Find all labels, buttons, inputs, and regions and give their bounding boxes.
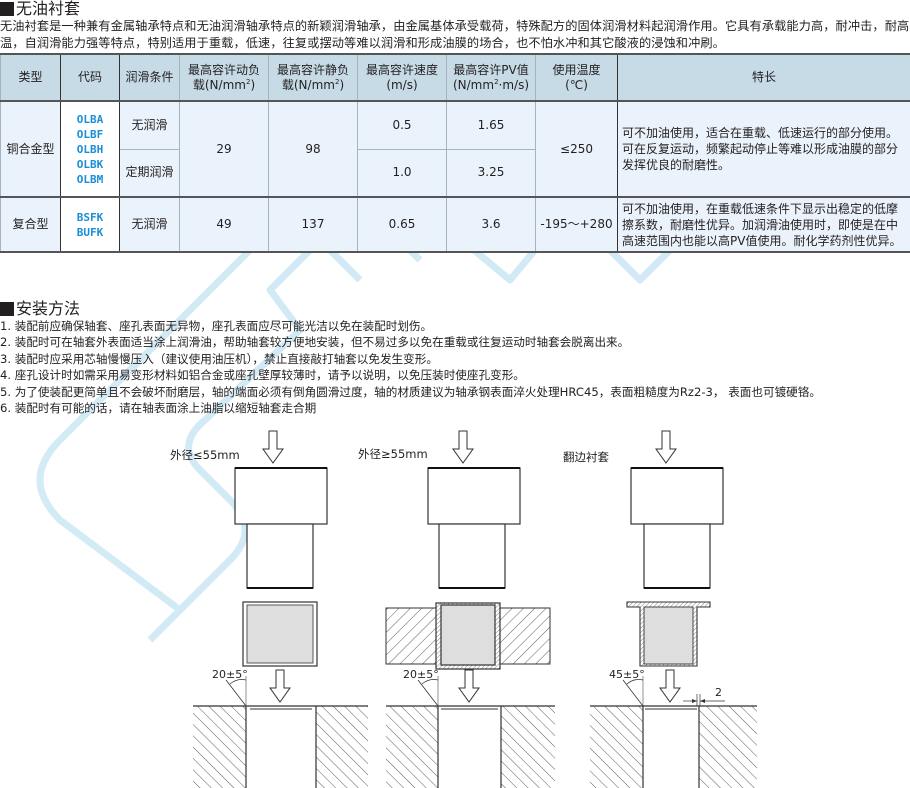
header-speed: 最高容许速度 (m/s) [357,53,447,102]
press-arrow-icon [659,669,681,703]
section-title-installation: 安装方法 [0,300,80,318]
list-item: 6. 装配时有可能的话，请在轴表面涂上油脂以缩短轴套走合期 [0,401,317,416]
diagram-flanged [590,430,757,788]
header-code: 代码 [60,53,120,102]
table-row: 复合型 BSFK BUFK 无润滑 49 137 0.65 3.6 -195～+… [0,196,910,253]
cell-type: 铜合金型 [0,100,61,198]
chamfer-angle-label: 20±5° [403,668,439,681]
list-item: 4. 座孔设计时如需采用易变形材料如铝合金或座孔壁厚较薄时，请予以说明，以免压装… [0,368,525,383]
cell-pv: 1.65 [446,100,536,150]
cell-speed: 0.5 [357,100,447,150]
section-title-text: 无油衬套 [16,0,81,18]
square-bullet-icon [0,2,14,16]
cell-lube: 无润滑 [119,196,180,253]
header-lube: 润滑条件 [119,53,180,102]
cell-feature: 可不加油使用，在重载低速条件下显示出稳定的低摩擦系数，耐磨性优异。加润滑油使用时… [617,196,910,253]
installation-steps-list: 1. 装配前应确保轴套、座孔表面无异物，座孔表面应尽可能光洁以免在装配时划伤。 … [0,318,910,416]
press-arrow-icon [458,669,480,703]
cell-codes: OLBA OLBF OLBH OLBK OLBM [60,100,120,198]
gap-dimension-label: 2 [715,686,722,699]
chamfer-angle-label: 20±5° [212,668,248,681]
cell-stat-load: 98 [268,100,358,198]
cell-lube: 定期润滑 [119,148,180,198]
list-item: 5. 为了使装配更简单且不会破坏耐磨层，轴的端面必须有倒角圆滑过度，轴的材质建议… [0,384,821,399]
diagram-label-large-od: 外径≥55mm [358,447,428,461]
diagram-large-od [385,430,555,788]
cell-temp: ≤250 [535,100,618,198]
press-arrow-icon [655,430,677,464]
square-bullet-icon [0,302,14,316]
chamfer-angle-label: 45±5° [609,668,645,681]
cell-temp: -195～+280 [535,196,618,253]
spec-table: 类型 代码 润滑条件 最高容许动负 载(N/mm2) 最高容许静负 载(N/mm… [0,53,910,253]
list-item: 2. 装配时可在轴套外表面适当涂上润滑油，帮助轴套较方便地安装，但不易过多以免在… [0,335,630,350]
list-item: 1. 装配前应确保轴套、座孔表面无异物，座孔表面应尽可能光洁以免在装配时划伤。 [0,319,433,333]
cell-stat-load: 137 [268,196,358,253]
diagram-label-small-od: 外径≤55mm [170,448,240,462]
cell-feature: 可不加油使用，适合在重载、低速运行的部分使用。可在反复运动，频繁起动停止等难以形… [617,100,910,198]
table-header-row: 类型 代码 润滑条件 最高容许动负 载(N/mm2) 最高容许静负 载(N/mm… [0,53,910,102]
cell-pv: 3.25 [446,148,536,198]
press-arrow-icon [452,430,474,464]
diagram-small-od [193,430,368,788]
header-feature: 特长 [617,53,910,102]
list-item: 3. 装配时应采用芯轴慢慢压入（建议使用油压机），禁止直接敲打轴套以免发生变形。 [0,351,438,366]
header-stat-load: 最高容许静负 载(N/mm2) [268,53,358,102]
header-dyn-load: 最高容许动负 载(N/mm2) [179,53,269,102]
cell-speed: 0.65 [357,196,447,253]
table-row: 铜合金型 OLBA OLBF OLBH OLBK OLBM 无润滑 29 98 … [0,100,910,198]
cell-dyn-load: 49 [179,196,269,253]
cell-codes: BSFK BUFK [60,196,120,253]
cell-pv: 3.6 [446,196,536,253]
press-arrow-icon [262,430,284,464]
header-temp: 使用温度 (℃) [535,53,618,102]
cell-dyn-load: 29 [179,100,269,198]
cell-speed: 1.0 [357,148,447,198]
section-title-text: 安装方法 [16,299,81,318]
press-arrow-icon [269,669,291,703]
table-row: 定期润滑 1.0 3.25 [1,148,910,198]
section-title-oilless-bushing: 无油衬套 [0,0,80,18]
intro-paragraph: 无油衬套是一种兼有金属轴承特点和无油润滑轴承特点的新颖润滑轴承，由金属基体承受载… [0,19,910,50]
cell-type: 复合型 [0,196,61,253]
diagram-label-flanged: 翻边衬套 [563,450,609,464]
